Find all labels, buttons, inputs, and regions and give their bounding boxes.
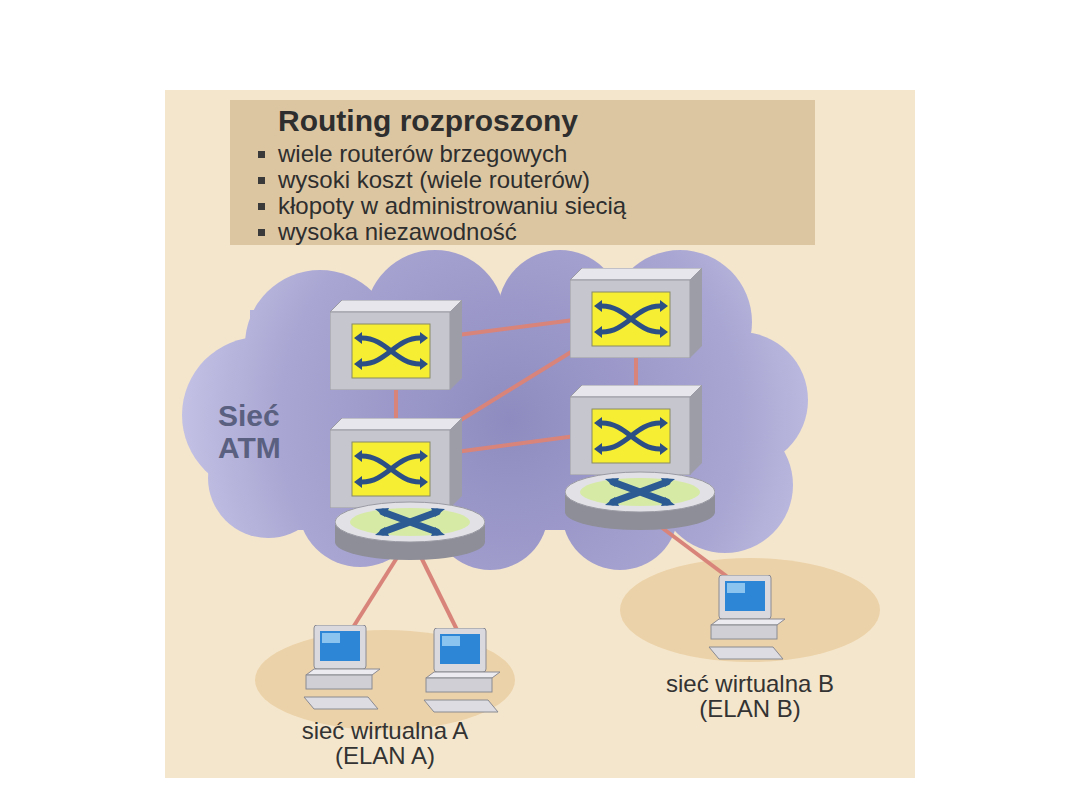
bullet-text: wysoki koszt (wiele routerów) xyxy=(278,166,590,194)
network-links xyxy=(345,312,745,640)
workstation xyxy=(424,628,500,712)
bullet-square xyxy=(258,177,265,184)
diagram-title: Routing rozproszony xyxy=(278,104,578,138)
bullet-text: wysoka niezawodność xyxy=(278,218,517,246)
edge-router xyxy=(335,502,485,560)
network-devices xyxy=(304,268,785,712)
bullet-text: wiele routerów brzegowych xyxy=(278,140,567,168)
bullet-text: kłopoty w administrowaniu siecią xyxy=(278,192,626,220)
elan-label: sieć wirtualna B (ELAN B) xyxy=(635,671,865,721)
atm-switch xyxy=(570,385,702,475)
atm-switch xyxy=(330,418,462,508)
bullet-square xyxy=(258,229,265,236)
bullet-square xyxy=(258,203,265,210)
workstation xyxy=(709,575,785,659)
cloud-label: Sieć ATM xyxy=(218,400,318,463)
edge-router xyxy=(565,472,715,530)
atm-cloud: Sieć ATM xyxy=(180,250,810,570)
bullet-square xyxy=(258,151,265,158)
workstation xyxy=(304,625,380,709)
elan-label: sieć wirtualna A (ELAN A) xyxy=(270,718,500,768)
elan-group: sieć wirtualna A (ELAN A) xyxy=(255,618,515,775)
atm-switch xyxy=(330,300,462,390)
cloud-body xyxy=(182,250,808,570)
atm-switch xyxy=(570,268,702,358)
elan-group: sieć wirtualna B (ELAN B) xyxy=(620,553,880,728)
